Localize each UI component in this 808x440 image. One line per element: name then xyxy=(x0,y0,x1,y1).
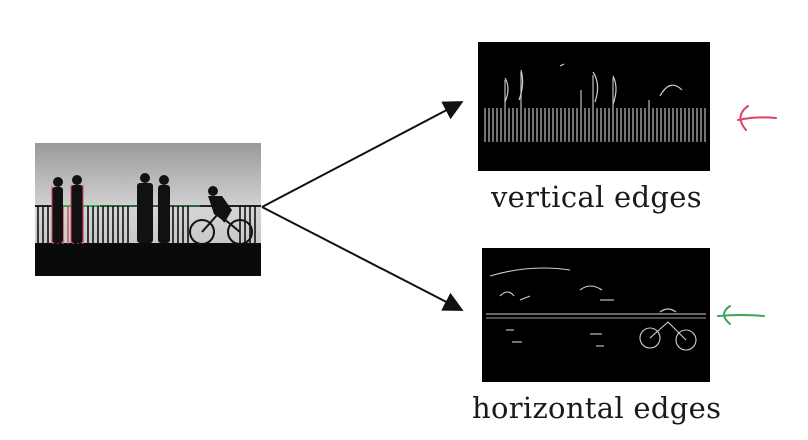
vertical-edges-map xyxy=(478,42,710,171)
source-photo xyxy=(35,143,261,276)
red-outline xyxy=(51,185,84,243)
silhouettes xyxy=(52,173,232,243)
vertical-edges-label: vertical edges xyxy=(491,180,702,214)
arrow-to-vertical xyxy=(261,101,464,208)
arrow-left-icon xyxy=(737,105,777,131)
horizontal-edges-label: horizontal edges xyxy=(472,391,722,425)
arrow-left-icon xyxy=(717,305,765,325)
horizontal-edges-map xyxy=(482,248,710,382)
arrow-to-horizontal xyxy=(261,206,464,311)
bicycle xyxy=(189,212,253,245)
